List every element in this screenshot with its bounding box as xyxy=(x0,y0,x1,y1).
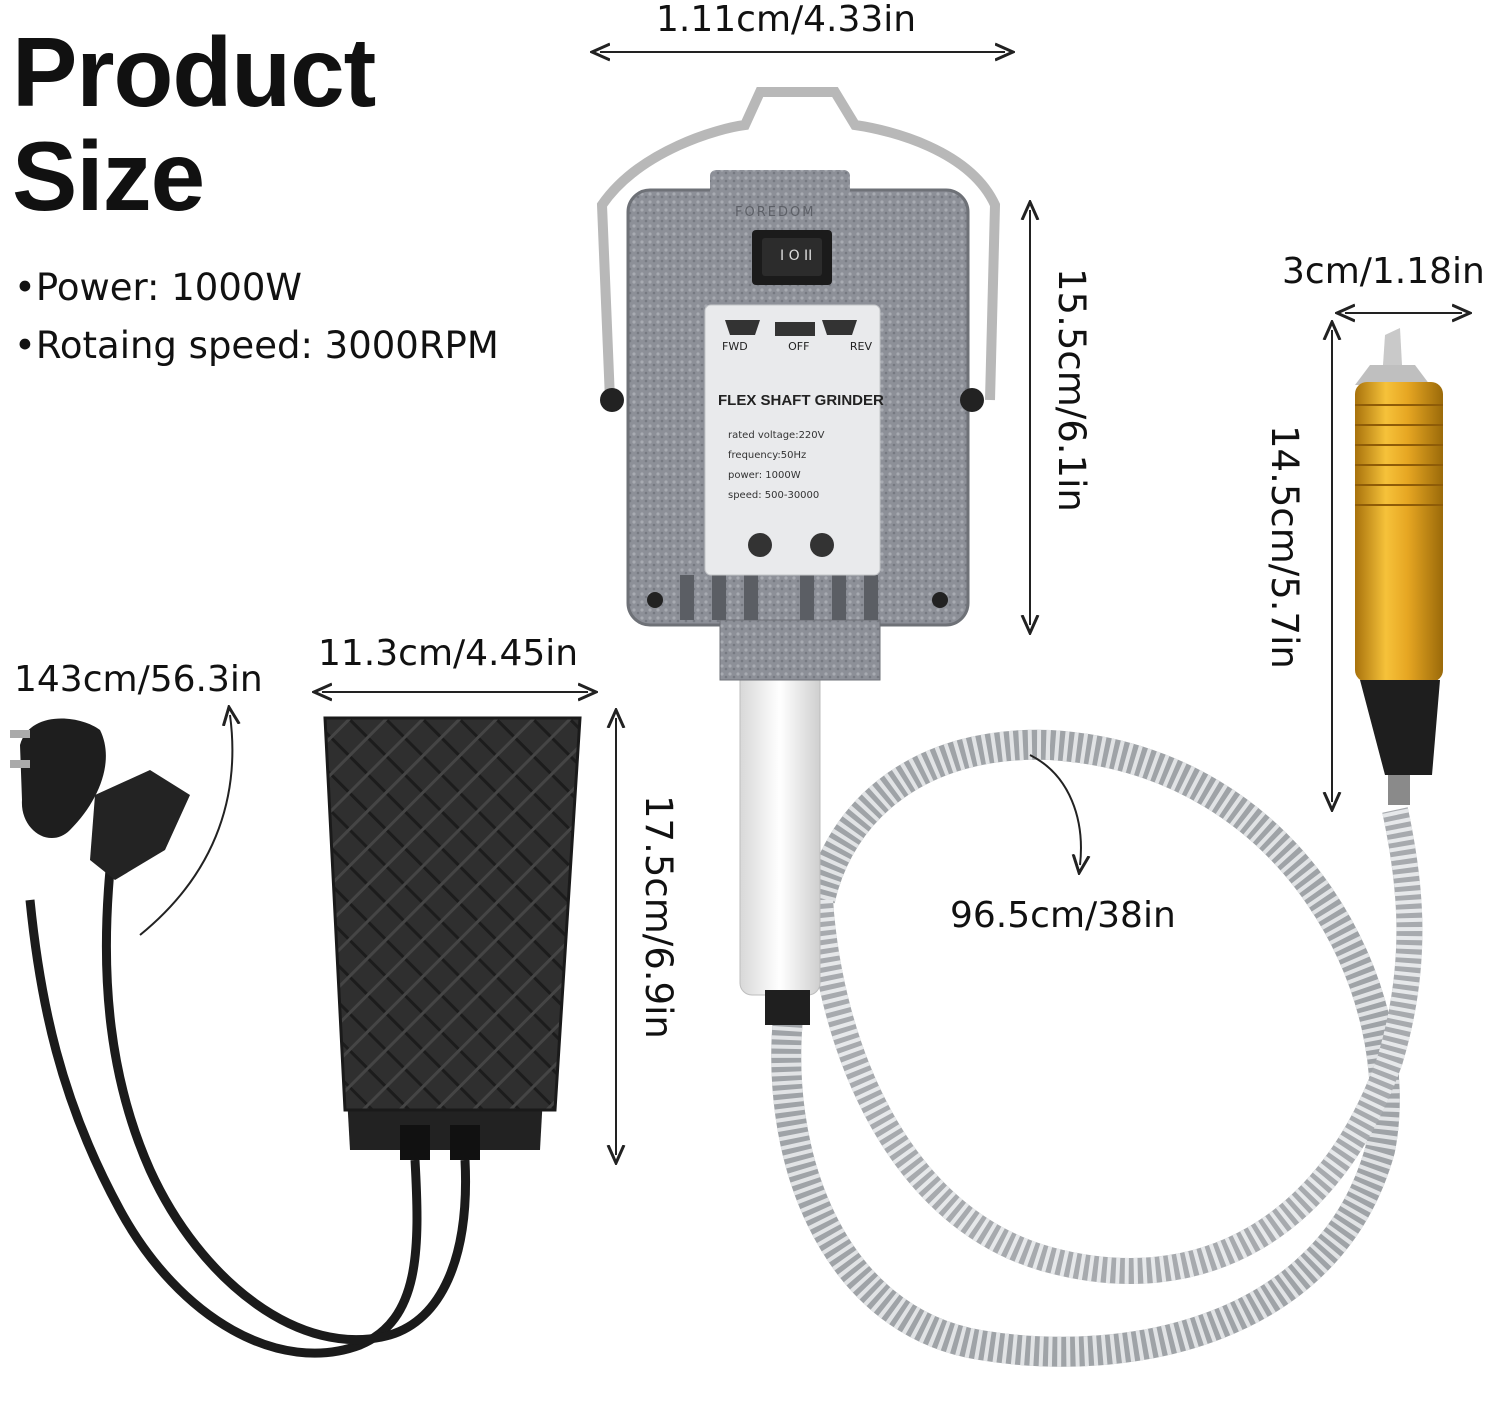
page-title: Product Size xyxy=(12,17,376,231)
motor-brand: FOREDOM xyxy=(735,205,816,220)
shaft-length-label: 96.5cm/38in xyxy=(950,895,1176,936)
motor-voltage: rated voltage:220V xyxy=(728,430,825,441)
shaft-pointer-arrow xyxy=(1029,754,1081,865)
shaft-connector xyxy=(739,659,821,996)
handpiece xyxy=(1355,328,1443,805)
mode-fwd: FWD xyxy=(722,340,748,353)
pedal-width-label: 11.3cm/4.45in xyxy=(318,633,579,674)
cord-pointer-arrow xyxy=(139,715,232,936)
pedal-length-label: 17.5cm/6.9in xyxy=(637,795,680,1039)
mode-rev: REV xyxy=(849,340,872,353)
label-plate xyxy=(704,304,881,576)
spec-power: •Power: 1000W xyxy=(14,266,303,309)
motor-hanger xyxy=(596,87,1001,401)
mode-off: OFF xyxy=(788,340,810,353)
spec-speed: •Rotaing speed: 3000RPM xyxy=(14,324,499,367)
motor-frequency: frequency:50Hz xyxy=(728,450,807,461)
cord-length-label: 143cm/56.3in xyxy=(14,659,263,700)
power-plug xyxy=(10,718,190,880)
title-line-2: Size xyxy=(12,121,205,231)
foot-pedal xyxy=(323,716,582,1160)
motor-name: FLEX SHAFT GRINDER xyxy=(718,392,884,409)
title-line-1: Product xyxy=(12,17,376,127)
handpiece-width-label: 3cm/1.18in xyxy=(1282,251,1485,292)
motor-speed: speed: 500-30000 xyxy=(728,490,820,501)
motor-height-label: 15.5cm/6.1in xyxy=(1050,268,1093,512)
motor-power: power: 1000W xyxy=(728,470,801,481)
pedal-cord xyxy=(25,899,422,1358)
switch-label: I O II xyxy=(780,248,813,264)
motor-width-label: 1.11cm/4.33in xyxy=(656,0,917,40)
motor-modes: FWD OFF REV xyxy=(722,340,872,353)
handpiece-length-label: 14.5cm/5.7in xyxy=(1263,425,1306,669)
